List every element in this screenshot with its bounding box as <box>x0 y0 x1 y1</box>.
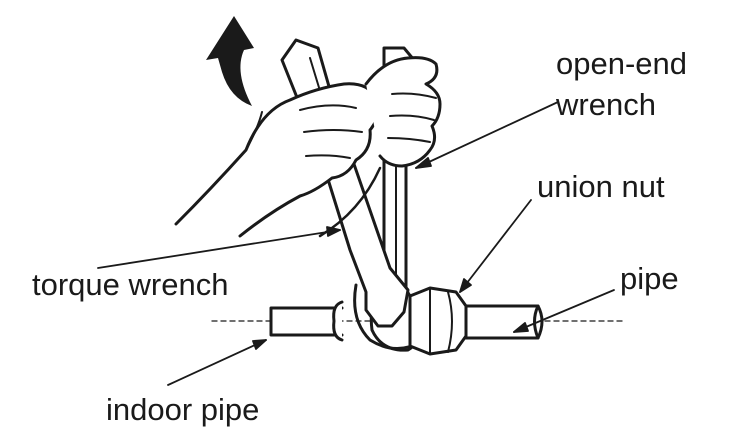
curved-arrow-icon <box>206 16 254 106</box>
leader-pipe <box>513 289 615 333</box>
label-indoor-pipe: indoor pipe <box>106 392 260 427</box>
label-open-end-wrench-line2: wrench <box>556 87 656 122</box>
pipe <box>463 304 544 340</box>
label-pipe: pipe <box>620 261 679 296</box>
leader-lines <box>97 101 615 386</box>
label-open-end-wrench-line1: open-end <box>556 46 688 81</box>
hand-on-open-end-wrench <box>318 56 442 238</box>
label-union-nut: union nut <box>537 169 665 204</box>
indoor-pipe <box>269 300 344 342</box>
union-nut <box>408 286 468 356</box>
leader-open-end <box>415 101 559 169</box>
label-torque-wrench: torque wrench <box>32 267 229 302</box>
leader-indoor-pipe <box>167 339 267 386</box>
leader-torque-wrench <box>97 229 341 269</box>
leader-union-nut <box>459 199 532 293</box>
